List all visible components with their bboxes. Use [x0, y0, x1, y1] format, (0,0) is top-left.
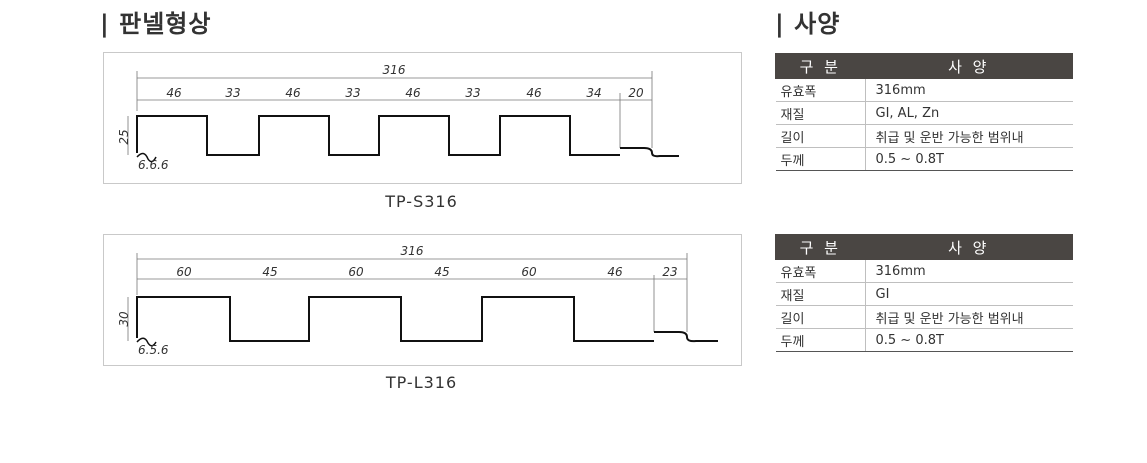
table-row: 유효폭 316mm: [775, 259, 1073, 283]
spec-header-row: 구 분 사 양: [775, 53, 1073, 79]
spec-key: 유효폭: [775, 78, 866, 102]
profile-diagram-tp-s316: 316 46 33 46 33 46 33 46 34 20 25 6.6.6: [103, 52, 742, 184]
spec-key: 유효폭: [775, 259, 866, 283]
panel-shape-title: | 판넬형상: [100, 10, 212, 38]
dim-label: 46: [166, 86, 182, 100]
dim-label: 33: [225, 86, 240, 100]
spec-value: 0.5 ~ 0.8T: [864, 147, 1073, 171]
spec-title: | 사양: [775, 10, 841, 38]
profile-diagram-tp-l316: 316 60 45 60 45 60 46 23 30 6.5.6: [103, 234, 742, 366]
spec-value: 취급 및 운반 가능한 범위내: [864, 305, 1073, 329]
dim-label: 46: [405, 86, 421, 100]
table-row: 길이 취급 및 운반 가능한 범위내: [775, 124, 1073, 148]
spec-value: 316mm: [864, 78, 1073, 102]
spec-table-tp-s316: 구 분 사 양 유효폭 316mm 재질 GI, AL, Zn 길이 취급 및 …: [775, 53, 1073, 171]
spec-key: 길이: [775, 124, 866, 148]
total-width-label: 316: [401, 244, 424, 258]
profile-caption: TP-S316: [385, 192, 458, 211]
spec-key: 두께: [775, 328, 866, 352]
dim-label: 60: [521, 265, 537, 279]
spec-key: 두께: [775, 147, 866, 171]
edge-label: 6.6.6: [138, 158, 169, 172]
table-row: 재질 GI: [775, 282, 1073, 306]
spec-value: GI: [864, 282, 1073, 306]
edge-label: 6.5.6: [138, 343, 169, 357]
spec-value: 취급 및 운반 가능한 범위내: [864, 124, 1073, 148]
header-spec: 사 양: [864, 234, 1073, 260]
header-spec: 사 양: [864, 53, 1073, 79]
spec-key: 재질: [775, 282, 866, 306]
spec-value: 316mm: [864, 259, 1073, 283]
height-label: 30: [117, 311, 131, 327]
dim-label: 46: [607, 265, 623, 279]
header-category: 구 분: [775, 53, 866, 79]
table-row: 두께 0.5 ~ 0.8T: [775, 147, 1073, 171]
table-row: 재질 GI, AL, Zn: [775, 101, 1073, 125]
profile-drawing-tp-l316: 316 60 45 60 45 60 46 23 30 6.5.6: [117, 244, 718, 357]
dim-label: 60: [348, 265, 364, 279]
header-category: 구 분: [775, 234, 866, 260]
spec-table-tp-l316: 구 분 사 양 유효폭 316mm 재질 GI 길이 취급 및 운반 가능한 범…: [775, 234, 1073, 352]
table-row: 길이 취급 및 운반 가능한 범위내: [775, 305, 1073, 329]
table-row: 두께 0.5 ~ 0.8T: [775, 328, 1073, 352]
dim-label: 45: [262, 265, 277, 279]
height-label: 25: [117, 129, 131, 144]
dim-label: 33: [465, 86, 480, 100]
spec-value: 0.5 ~ 0.8T: [864, 328, 1073, 352]
dim-label: 60: [176, 265, 192, 279]
spec-header-row: 구 분 사 양: [775, 234, 1073, 260]
profile-drawing-tp-s316: 316 46 33 46 33 46 33 46 34 20 25 6.6.6: [117, 63, 679, 172]
spec-key: 재질: [775, 101, 866, 125]
total-width-label: 316: [383, 63, 406, 77]
spec-value: GI, AL, Zn: [864, 101, 1073, 125]
table-row: 유효폭 316mm: [775, 78, 1073, 102]
dim-label: 45: [434, 265, 449, 279]
dim-label: 46: [285, 86, 301, 100]
dim-label: 20: [628, 86, 644, 100]
profile-caption: TP-L316: [385, 373, 458, 392]
spec-key: 길이: [775, 305, 866, 329]
dim-label: 34: [586, 86, 601, 100]
dim-label: 46: [526, 86, 542, 100]
dim-label: 33: [345, 86, 360, 100]
dim-label: 23: [662, 265, 677, 279]
